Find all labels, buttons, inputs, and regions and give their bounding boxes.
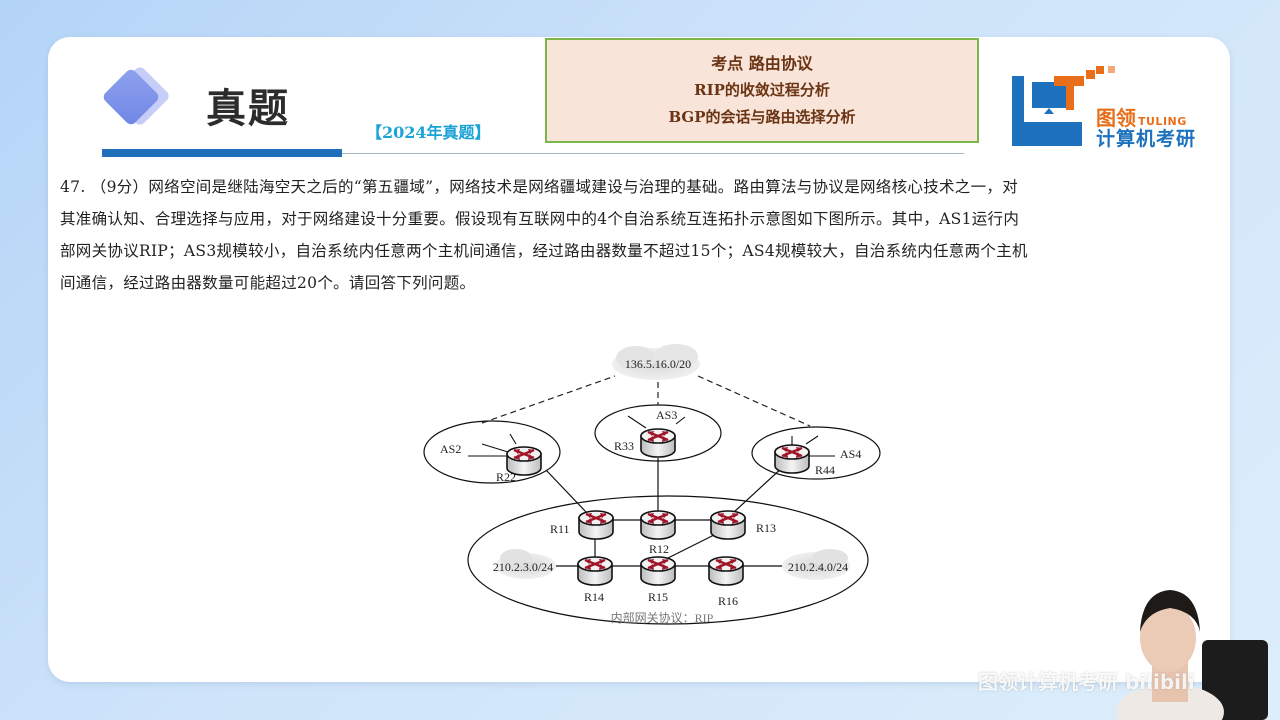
router-r16: [707, 555, 745, 587]
svg-text:AS2: AS2: [440, 442, 461, 456]
title-underline: [102, 149, 342, 157]
bilibili-watermark: 图领计算机考研 bilibili: [978, 670, 1195, 694]
svg-text:R14: R14: [584, 590, 604, 604]
as4-boundary: [751, 426, 881, 480]
router-r13: [709, 509, 747, 541]
svg-text:R33: R33: [614, 439, 634, 453]
topic-item: RIP的收敛过程分析: [694, 81, 830, 99]
router-r33: [639, 427, 677, 459]
topic-item: BGP的会话与路由选择分析: [668, 108, 856, 126]
svg-text:210.2.3.0/24: 210.2.3.0/24: [493, 560, 553, 574]
question-line: 47. （9分）网络空间是继陆海空天之后的“第五疆域”，网络技术是网络疆域建设与…: [60, 178, 1018, 196]
year-tag: 【2024年真题】: [366, 123, 491, 142]
network-topology-diagram: 136.5.16.0/20: [410, 340, 890, 630]
diamond-decoration-icon: [101, 64, 174, 130]
title-divider: [342, 153, 964, 154]
cloud-210-2-4-0: 210.2.4.0/24: [782, 549, 850, 580]
router-r12: [639, 509, 677, 541]
svg-text:R15: R15: [648, 590, 668, 604]
svg-text:R12: R12: [649, 542, 669, 556]
presenter-video: [1100, 572, 1280, 720]
topic-box: 考点 路由协议 RIP的收敛过程分析 BGP的会话与路由选择分析: [545, 38, 979, 143]
svg-text:R44: R44: [815, 463, 835, 477]
svg-text:R16: R16: [718, 594, 738, 608]
router-r44: [773, 443, 811, 475]
question-line: 间通信，经过路由器数量可能超过20个。请回答下列问题。: [60, 274, 476, 292]
page-title: 真题: [206, 86, 290, 132]
router-r14: [576, 555, 614, 587]
monitor-icon: [1032, 82, 1066, 108]
cloud-210-2-3-0: 210.2.3.0/24: [493, 549, 556, 579]
question-text: 47. （9分）网络空间是继陆海空天之后的“第五疆域”，网络技术是网络疆域建设与…: [60, 171, 1200, 299]
cloud-136-5-16-0: 136.5.16.0/20: [612, 344, 700, 380]
svg-text:R22: R22: [496, 470, 516, 484]
question-line: 其准确认知、合理选择与应用，对于网络建设十分重要。假设现有互联网中的4个自治系统…: [60, 210, 1020, 228]
as1-boundary: [467, 495, 869, 625]
question-line: 部网关协议RIP；AS3规模较小，自治系统内任意两个主机间通信，经过路由器数量不…: [60, 242, 1028, 260]
logo-subtitle: 计算机考研: [1096, 128, 1197, 150]
as2-boundary: [423, 420, 561, 484]
svg-text:136.5.16.0/20: 136.5.16.0/20: [625, 357, 691, 371]
router-r11: [577, 509, 615, 541]
svg-text:R13: R13: [756, 521, 776, 535]
svg-text:R11: R11: [550, 522, 570, 536]
svg-text:AS3: AS3: [656, 408, 677, 422]
svg-text:210.2.4.0/24: 210.2.4.0/24: [788, 560, 848, 574]
svg-text:AS4: AS4: [840, 447, 861, 461]
svg-text:内部网关协议：RIP: 内部网关协议：RIP: [611, 610, 714, 625]
router-r15: [639, 555, 677, 587]
topic-main: 考点 路由协议: [711, 54, 813, 73]
